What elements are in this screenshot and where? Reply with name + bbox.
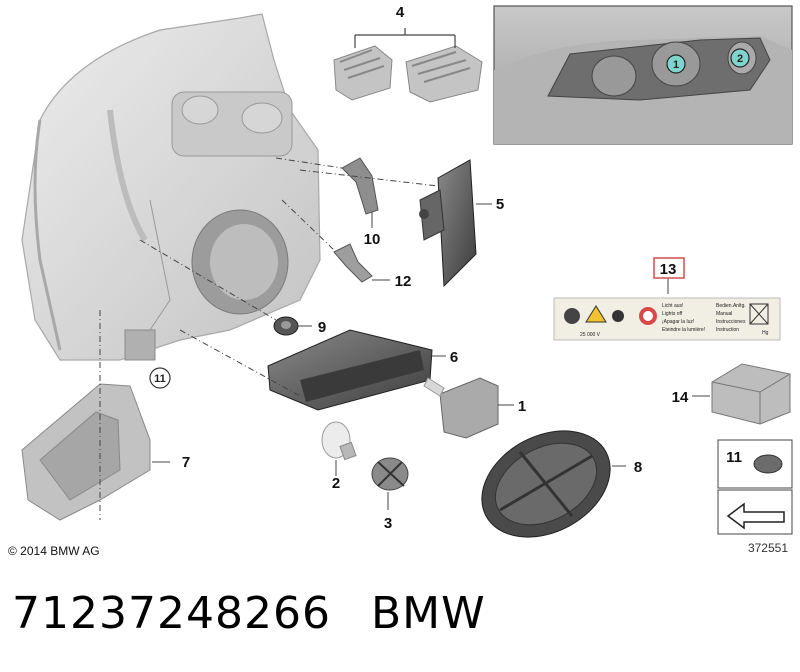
part-number: 71237248266	[12, 588, 331, 639]
part-3-socket	[371, 457, 409, 510]
warning-col2-line1: Bedien.Anltg.	[716, 303, 746, 309]
warning-voltage: 25 000 V	[580, 332, 601, 338]
inset-circle-2-label: 2	[737, 53, 743, 65]
part-13-warning-label	[553, 257, 781, 341]
callout-9: 9	[318, 319, 326, 336]
part-4-led-heatsinks	[333, 28, 483, 103]
warning-col2-line3: Instrucciones	[716, 319, 746, 325]
callout-8: 8	[634, 459, 642, 476]
inset-headlight-photo	[493, 5, 793, 145]
callout-10: 10	[364, 231, 381, 248]
diagram-id: 372551	[748, 541, 788, 555]
warning-col1-line4: Eteindre la lumière!	[662, 327, 705, 333]
warning-col1-line2: Lights off	[662, 311, 683, 317]
warning-col1-line3: ¡Apagar la luz!	[662, 319, 694, 325]
callout-2: 2	[332, 475, 340, 492]
warning-col2-line2: Manual	[716, 311, 732, 317]
callout-6: 6	[450, 349, 458, 366]
inset-circle-1-label: 1	[673, 59, 679, 71]
callout-3: 3	[384, 515, 392, 532]
part-6-ballast	[267, 329, 446, 411]
brand-name: BMW	[370, 588, 486, 639]
callout-11-circle	[149, 367, 171, 389]
part-1-igniter	[423, 377, 514, 439]
callout-11: 11	[154, 373, 166, 385]
part-12-clip	[333, 243, 390, 283]
callout-14: 14	[672, 389, 689, 406]
part-14-box	[692, 363, 791, 425]
warning-col1-line1: Licht aus!	[662, 303, 683, 309]
part-caption: 71237248266 BMW	[12, 588, 526, 639]
part-9-grommet	[273, 316, 312, 336]
part-10-bracket	[341, 157, 379, 228]
leader-lines	[99, 157, 439, 520]
part-7-lower-bracket	[21, 383, 170, 521]
callout-13: 13	[660, 261, 677, 278]
part-5-control-unit	[419, 159, 492, 288]
legend-number: 11	[726, 449, 742, 466]
callout-4: 4	[396, 4, 405, 21]
callout-5: 5	[496, 196, 504, 213]
callout-1: 1	[518, 398, 526, 415]
callout-7: 7	[182, 454, 190, 471]
headlight-housing	[21, 13, 321, 361]
copyright: © 2014 BMW AG	[8, 544, 100, 558]
callout-12: 12	[395, 273, 412, 290]
part-8-cover-cap	[481, 430, 626, 538]
part-2-bulb	[321, 421, 357, 476]
warning-hg: Hg	[762, 330, 769, 336]
warning-col2-line4: Instruction	[716, 327, 739, 333]
legend-box	[717, 439, 793, 535]
